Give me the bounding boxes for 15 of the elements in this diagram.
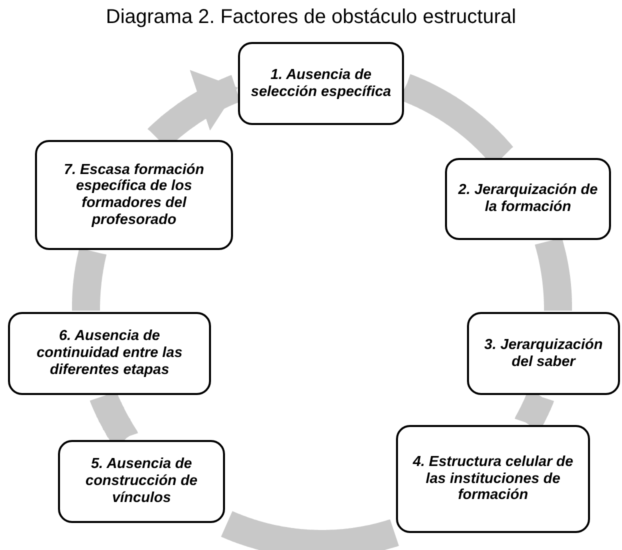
factor-box xyxy=(58,440,225,523)
factor-label: 7. Escasa formación específica de los formadores del profesorado xyxy=(62,162,206,228)
factor-box xyxy=(445,158,611,240)
factor-label: 1. Ausencia de selección específica xyxy=(250,66,392,100)
factor-box xyxy=(396,425,590,533)
factor-box xyxy=(35,140,233,250)
factor-box xyxy=(238,42,404,125)
factor-label: 5. Ausencia de construcción de vínculos xyxy=(84,456,198,506)
diagram-title: Diagrama 2. Factores de obstáculo estructural xyxy=(104,6,518,29)
factor-label: 3. Jerarquización del saber xyxy=(483,336,604,370)
factor-box xyxy=(8,312,211,395)
factor-label: 4. Estructura celular de las instituciones de formación xyxy=(412,454,574,504)
factor-label: 2. Jerarquización de la formación xyxy=(457,182,599,216)
factor-label: 6. Ausencia de continuidad entre las diferentes etapas xyxy=(36,328,184,378)
factor-box xyxy=(467,312,620,395)
